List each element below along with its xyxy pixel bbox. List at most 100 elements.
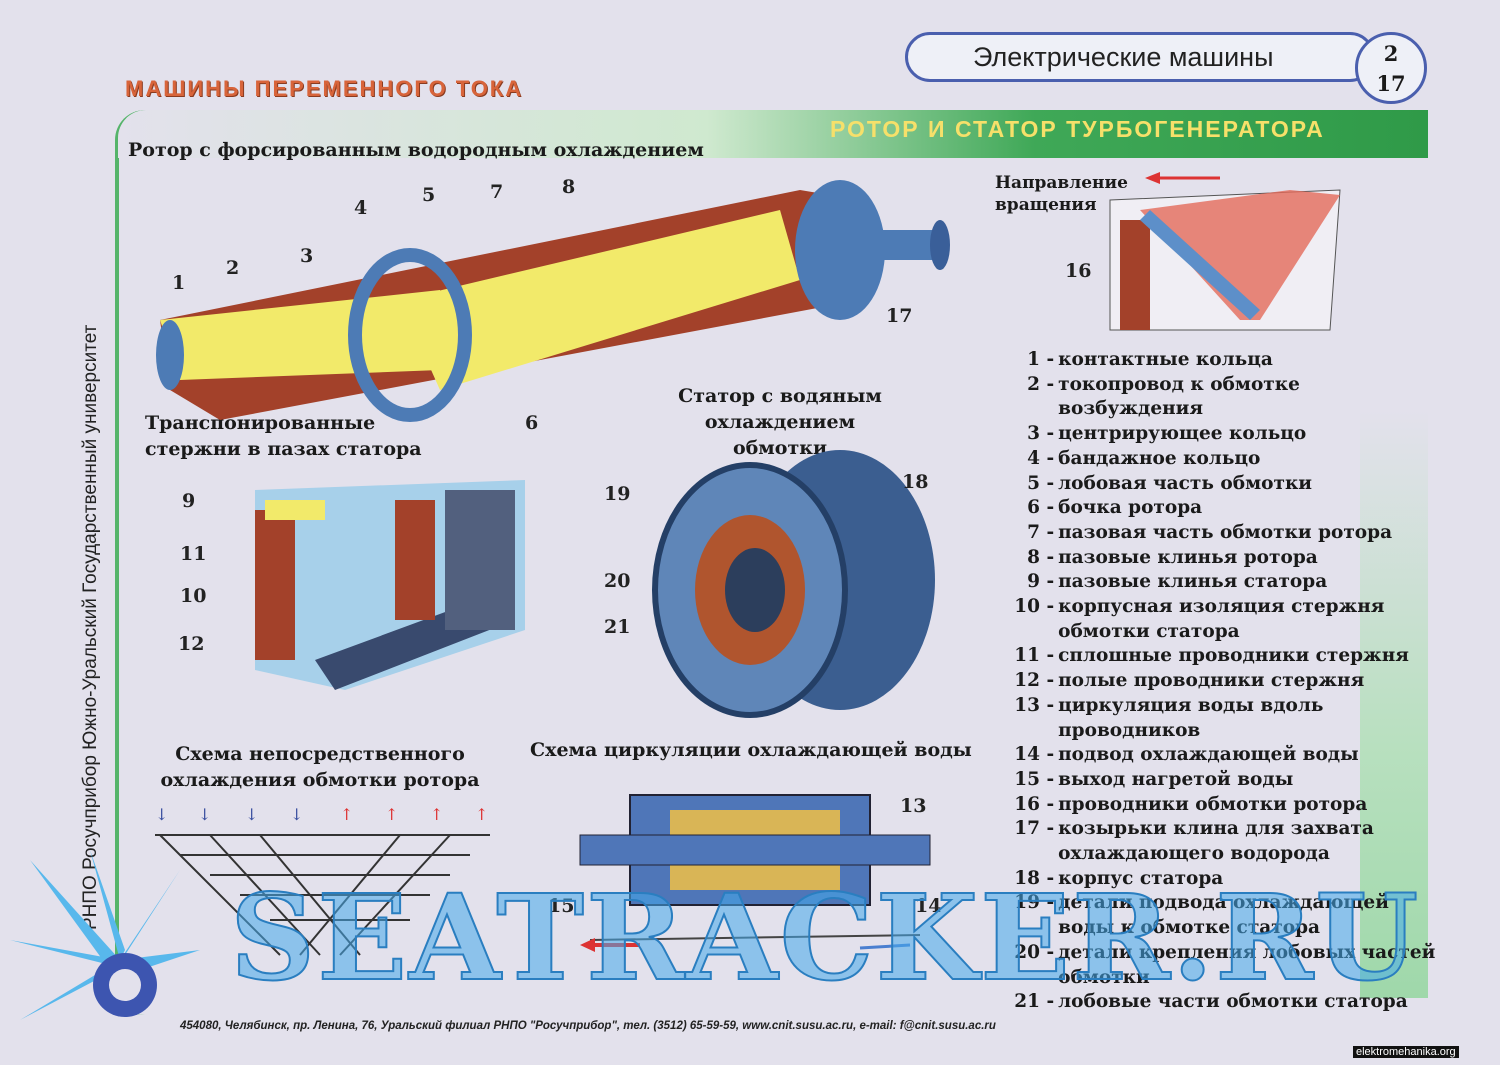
legend-text: лобовая часть обмотки [1058,472,1313,494]
caption-rotation: Направление вращения [995,173,1128,215]
callout: 11 [180,543,207,565]
legend-number: 17 [1014,818,1040,840]
legend-item: 8 -пазовые клинья ротора [1008,546,1444,571]
legend-number: 9 [1027,571,1040,593]
legend-item: 15 -выход нагретой воды [1008,768,1444,793]
legend-item: 1 -контактные кольца [1008,348,1444,373]
legend-item: 9 -пазовые клинья статора [1008,570,1444,595]
legend-item: 16 -проводники обмотки ротора [1008,793,1444,818]
svg-text:↓: ↓ [155,805,168,824]
legend-number: 2 [1027,373,1040,395]
svg-text:↓: ↓ [245,805,258,824]
header-title: Электрические машины [905,32,1375,82]
footer-address: 454080, Челябинск, пр. Ленина, 76, Ураль… [180,1020,996,1032]
legend-item: 6 -бочка ротора [1008,496,1444,521]
callout: 19 [604,483,631,505]
svg-text:↓: ↓ [198,805,211,824]
legend-item: 20 -детали крепления лобовых частей обмо… [1008,941,1444,990]
legend-text: корпус статора [1058,867,1224,889]
callout: 21 [604,616,631,638]
legend-number: 13 [1014,694,1040,716]
legend-dash: - [1040,423,1055,445]
caption-rotor: Ротор с форсированным водородным охлажде… [128,139,704,161]
legend-dash: - [1040,991,1055,1013]
legend-number: 8 [1027,546,1040,568]
legend-dash: - [1040,670,1055,692]
legend-text: токопровод к обмотке возбуждения [1058,373,1300,420]
legend-number: 11 [1014,645,1040,667]
callout: 17 [886,305,913,327]
legend-number: 6 [1027,497,1040,519]
svg-text:↓: ↓ [290,805,303,824]
legend-item: 18 -корпус статора [1008,867,1444,892]
legend-text: циркуляция воды вдоль проводников [1058,694,1324,741]
legend-text: детали крепления лобовых частей обмотки [1058,941,1436,988]
legend-dash: - [1040,571,1055,593]
legend-dash: - [1040,818,1055,840]
svg-text:↑: ↑ [475,805,488,824]
legend-item: 17 -козырьки клина для захвата охлаждающ… [1008,817,1444,866]
callout: 7 [490,181,504,203]
green-panel [1360,158,1428,998]
caption-bars: Транспонированные стержни в пазах статор… [145,412,422,460]
legend-dash: - [1040,349,1055,370]
legend-item: 10 -корпусная изоляция стержня обмотки с… [1008,595,1444,644]
legend-number: 14 [1014,744,1040,766]
legend-dash: - [1040,694,1055,716]
callout: 3 [300,245,314,267]
page-top: 2 [1383,41,1399,66]
callout: 10 [180,585,207,607]
legend-item: 2 -токопровод к обмотке возбуждения [1008,373,1444,422]
callout: 6 [525,412,539,434]
rotor-cooling-scheme: ↓ ↓ ↓ ↓ ↑ ↑ ↑ ↑ [155,805,490,956]
legend-text: пазовая часть обмотки ротора [1058,521,1393,543]
svg-text:↑: ↑ [340,805,353,824]
legend-item: 11 -сплошные проводники стержня [1008,644,1444,669]
legend-dash: - [1040,497,1055,519]
legend-text: центрирующее кольцо [1058,423,1307,445]
rosuchpribor-logo [10,850,200,1020]
legend-dash: - [1040,744,1055,766]
callout: 8 [562,176,576,198]
legend-item: 13 -циркуляция воды вдоль проводников [1008,694,1444,743]
callout: 5 [422,184,436,206]
watermark: SEATRACKER.RU [229,867,1421,1008]
callout: 12 [178,633,205,655]
legend-dash: - [1040,596,1055,618]
callout: 14 [915,895,942,917]
legend-number: 7 [1027,521,1040,543]
caption-stator: Статор с водяным охлаждением обмотки [678,385,882,459]
legend-number: 21 [1014,991,1040,1013]
legend-text: проводники обмотки ротора [1058,793,1368,815]
legend-number: 20 [1014,941,1040,963]
legend-text: козырьки клина для захвата охлаждающего … [1058,818,1374,865]
svg-text:↑: ↑ [430,805,443,824]
rotation-detail [1109,172,1341,331]
legend-item: 19 -детали подвода охлаждающей воды к об… [1008,891,1444,940]
legend-dash: - [1040,373,1055,395]
legend-number: 18 [1014,867,1040,889]
legend-dash: - [1040,768,1055,790]
legend-dash: - [1040,546,1055,568]
legend-item: 21 -лобовые части обмотки статора [1008,990,1444,1015]
svg-text:↑: ↑ [385,805,398,824]
legend-text: подвод охлаждающей воды [1058,744,1359,766]
callout: 1 [172,272,186,294]
legend-number: 19 [1014,892,1040,914]
callout: 16 [1065,260,1092,282]
title-band [118,110,1428,158]
legend-item: 7 -пазовая часть обмотки ротора [1008,521,1444,546]
legend-number: 3 [1027,423,1040,445]
legend-dash: - [1040,447,1055,469]
legend-item: 4 -бандажное кольцо [1008,447,1444,472]
legend-number: 12 [1014,670,1040,692]
legend-text: сплошные проводники стержня [1058,645,1409,667]
legend-number: 16 [1014,793,1040,815]
legend-text: пазовые клинья ротора [1058,546,1318,568]
water-scheme [579,794,931,952]
caption-rotor-cooling: Схема непосредственного охлаждения обмот… [160,743,480,791]
legend-dash: - [1040,941,1055,963]
legend-item: 14 -подвод охлаждающей воды [1008,743,1444,768]
